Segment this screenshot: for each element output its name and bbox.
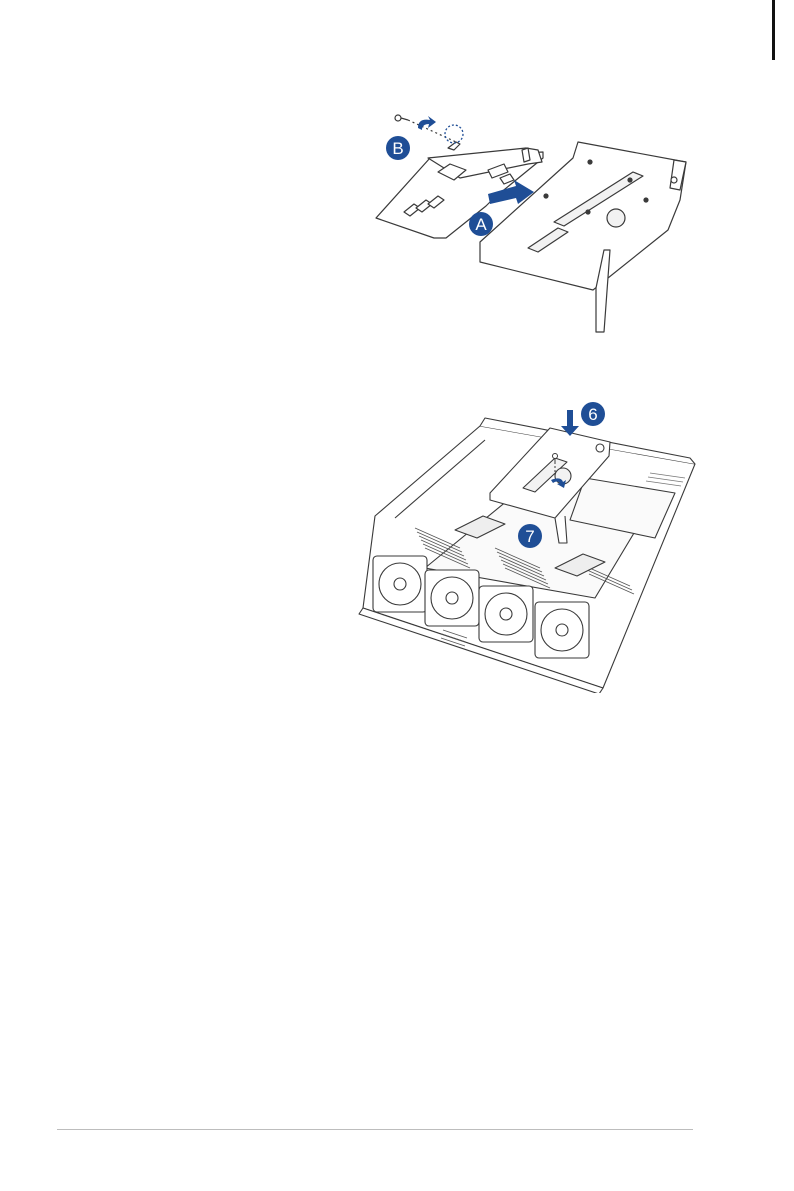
riser-installation-illustration: 6 7 xyxy=(355,398,700,693)
callout-step-6: 6 xyxy=(581,402,605,426)
screw-icon xyxy=(395,115,408,121)
svg-text:7: 7 xyxy=(525,527,534,546)
callout-b: B xyxy=(386,136,410,160)
fan-1 xyxy=(373,556,427,612)
screw-location-highlight xyxy=(445,125,463,143)
page-edge-tab xyxy=(772,0,775,60)
callout-a: A xyxy=(469,212,493,236)
svg-text:A: A xyxy=(475,215,487,234)
fan-4 xyxy=(535,602,589,658)
riser-card-removal-illustration: B A xyxy=(368,100,698,340)
fan-3 xyxy=(479,586,533,642)
callout-step-7: 7 xyxy=(518,524,542,548)
svg-text:B: B xyxy=(392,139,403,158)
fan-2 xyxy=(425,570,479,626)
svg-text:6: 6 xyxy=(588,405,597,424)
footer-rule xyxy=(57,1129,693,1130)
rotate-arrow-icon xyxy=(418,116,436,130)
